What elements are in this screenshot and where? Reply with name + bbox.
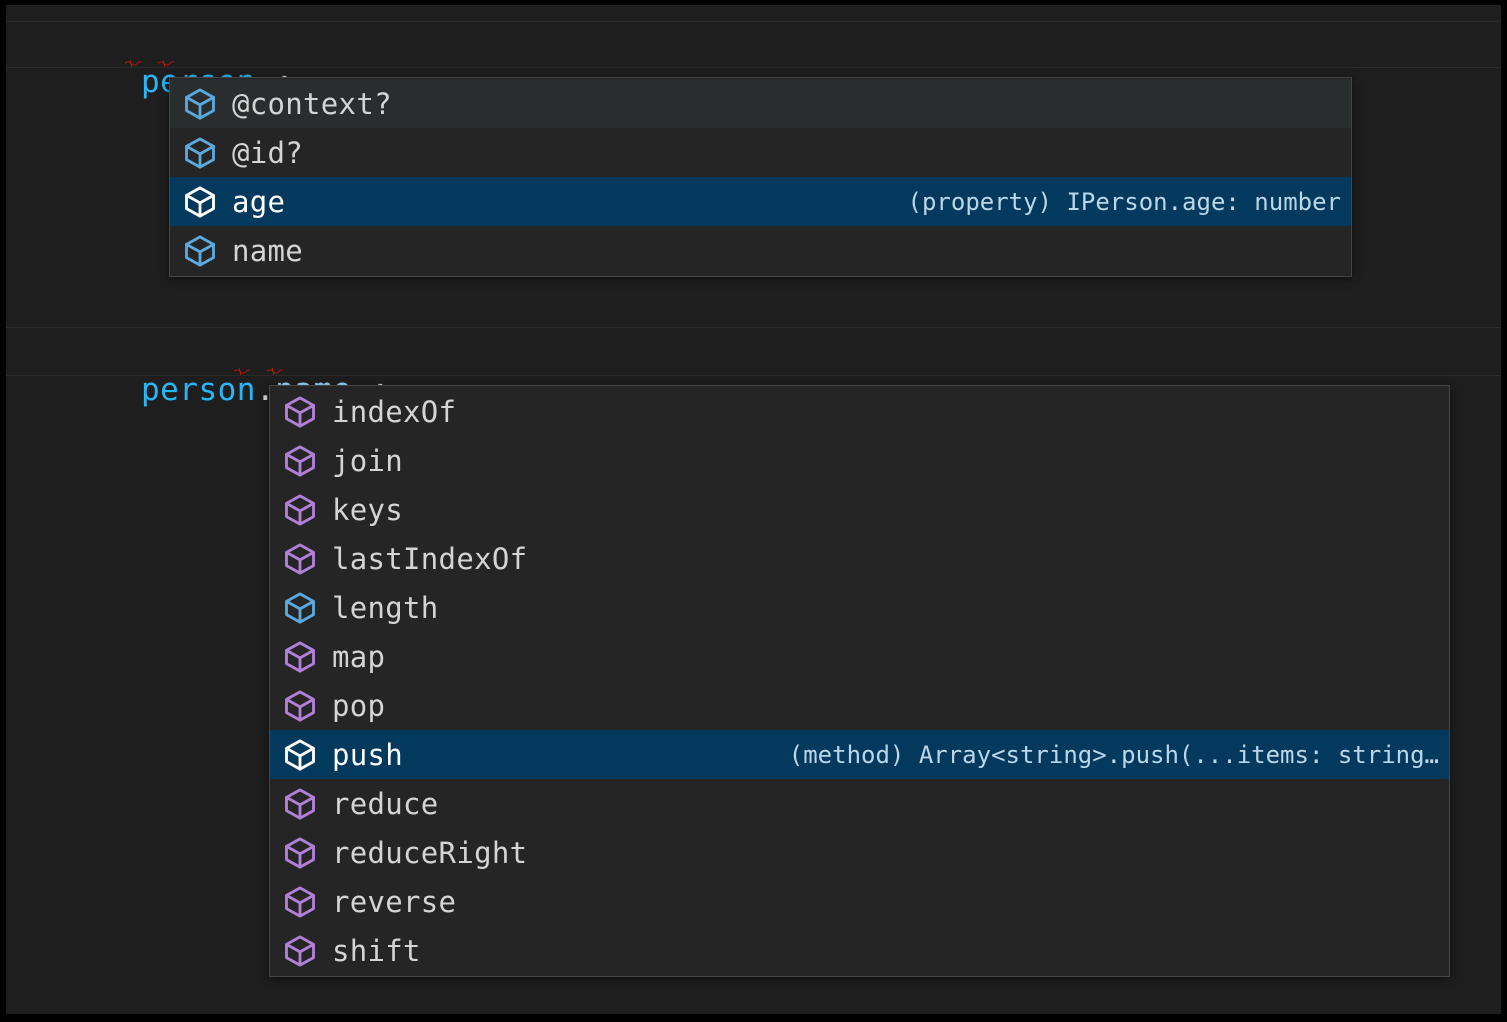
cube-method-icon bbox=[282, 688, 318, 724]
suggest-item-label: lastIndexOf bbox=[332, 541, 528, 576]
suggest-item-age[interactable]: age (property) IPerson.age: number bbox=[170, 177, 1351, 226]
suggest-item-label: reduce bbox=[332, 786, 439, 821]
cube-method-icon bbox=[282, 786, 318, 822]
suggest-item-label: pop bbox=[332, 688, 386, 723]
suggest-item-reverse[interactable]: reverse bbox=[270, 877, 1449, 926]
cube-property-icon bbox=[282, 590, 318, 626]
cube-property-icon bbox=[182, 233, 218, 269]
suggest-item-indexof[interactable]: indexOf bbox=[270, 387, 1449, 436]
suggest-item-reduceright[interactable]: reduceRight bbox=[270, 828, 1449, 877]
suggest-item-pop[interactable]: pop bbox=[270, 681, 1449, 730]
cell-divider-under-line-1 bbox=[6, 67, 1501, 68]
suggest-item-detail: (method) Array<string>.push(...items: st… bbox=[788, 740, 1439, 769]
error-squiggle-semicolon-line-1 bbox=[158, 60, 174, 67]
cube-method-icon bbox=[282, 492, 318, 528]
suggest-item-label: join bbox=[332, 443, 404, 478]
suggest-item-label: indexOf bbox=[332, 394, 457, 429]
cube-method-icon bbox=[282, 639, 318, 675]
error-squiggle-dot-line-1 bbox=[125, 60, 141, 67]
cube-method-icon bbox=[282, 835, 318, 871]
cube-method-icon bbox=[282, 541, 318, 577]
cube-method-icon bbox=[282, 884, 318, 920]
suggest-item-label: reduceRight bbox=[332, 835, 528, 870]
suggest-item-push[interactable]: push (method) Array<string>.push(...items… bbox=[270, 730, 1449, 779]
suggest-item-label: keys bbox=[332, 492, 404, 527]
suggest-widget-2[interactable]: indexOf join keys lastIndexOf length map pop pu… bbox=[269, 385, 1450, 977]
suggest-item-label: @id? bbox=[232, 135, 304, 170]
code-editor-canvas[interactable]: person.; @context?@id?age(property) IPer… bbox=[6, 5, 1501, 1014]
cube-property-icon bbox=[182, 135, 218, 171]
suggest-item-lastindexof[interactable]: lastIndexOf bbox=[270, 534, 1449, 583]
suggest-item-length[interactable]: length bbox=[270, 583, 1449, 632]
suggest-item-shift[interactable]: shift bbox=[270, 926, 1449, 975]
suggest-item-reduce[interactable]: reduce bbox=[270, 779, 1449, 828]
suggest-item-label: shift bbox=[332, 933, 421, 968]
suggest-item-keys[interactable]: keys bbox=[270, 485, 1449, 534]
cell-divider-top bbox=[6, 21, 1501, 22]
cube-method-icon bbox=[282, 394, 318, 430]
cube-method-icon bbox=[282, 737, 318, 773]
suggest-item-label: @context? bbox=[232, 86, 392, 121]
suggest-item-label: length bbox=[332, 590, 439, 625]
cell-divider-under-line-2 bbox=[6, 375, 1501, 376]
cell-divider-above-line-2 bbox=[6, 327, 1501, 328]
code-identifier-person: person bbox=[140, 372, 256, 408]
suggest-item-join[interactable]: join bbox=[270, 436, 1449, 485]
suggest-item-label: map bbox=[332, 639, 386, 674]
suggest-item-context[interactable]: @context? bbox=[170, 79, 1351, 128]
cube-property-icon bbox=[182, 86, 218, 122]
cube-property-icon bbox=[182, 184, 218, 220]
suggest-item-map[interactable]: map bbox=[270, 632, 1449, 681]
cube-method-icon bbox=[282, 443, 318, 479]
suggest-item-label: reverse bbox=[332, 884, 457, 919]
suggest-item-label: name bbox=[232, 233, 304, 268]
suggest-item-name[interactable]: name bbox=[170, 226, 1351, 275]
suggest-item-detail: (property) IPerson.age: number bbox=[907, 187, 1341, 216]
suggest-item-id[interactable]: @id? bbox=[170, 128, 1351, 177]
error-squiggle-dot-line-2 bbox=[234, 368, 250, 375]
cube-method-icon bbox=[282, 933, 318, 969]
suggest-item-label: push bbox=[332, 737, 404, 772]
suggest-widget-1[interactable]: @context? @id? age (property) IPerson.age: … bbox=[169, 77, 1352, 277]
suggest-item-label: age bbox=[232, 184, 286, 219]
error-squiggle-semicolon-line-2 bbox=[267, 368, 283, 375]
